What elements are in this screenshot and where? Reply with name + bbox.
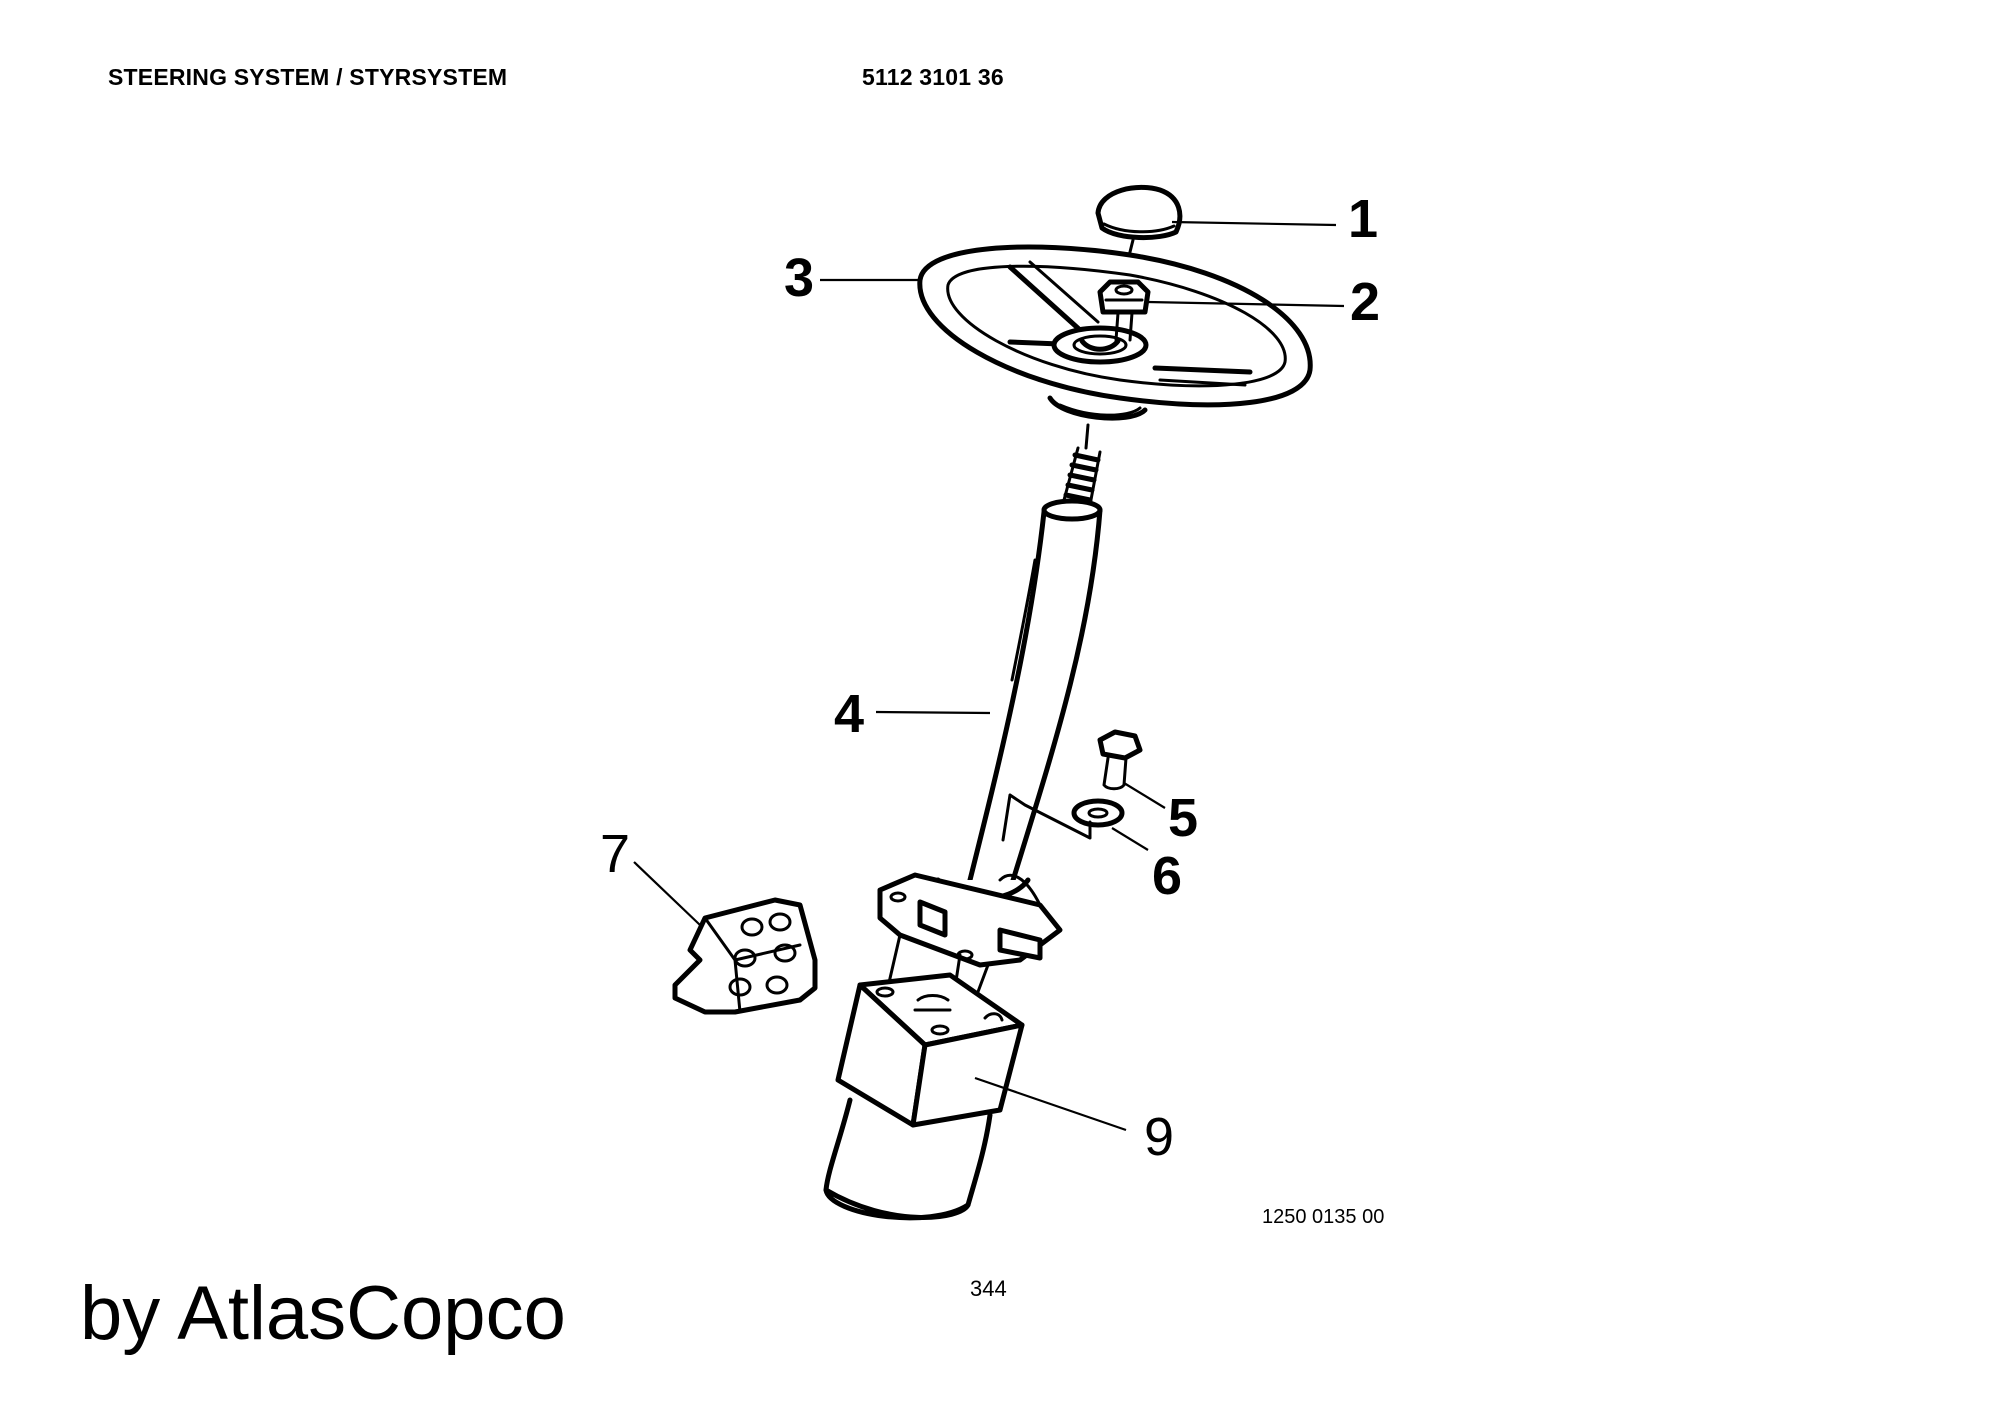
- steering-column-part: [935, 423, 1103, 902]
- figure-number: 1250 0135 00: [1262, 1206, 1385, 1228]
- steering-unit-part: [823, 972, 1025, 1221]
- mounting-flange: [877, 872, 1063, 1042]
- leader-7: [633, 861, 701, 926]
- valve-block-part: [672, 897, 818, 1015]
- callout-labels: 1 2 3 4 5 6 7 9: [600, 189, 1380, 1167]
- page-number: 344: [970, 1276, 1007, 1301]
- leader-2: [1147, 300, 1345, 308]
- steering-wheel-part: [917, 244, 1313, 421]
- callout-1: 1: [1348, 189, 1378, 249]
- callout-9: 9: [1144, 1107, 1174, 1167]
- callout-2: 2: [1350, 272, 1380, 332]
- leader-9: [974, 1076, 1127, 1132]
- leader-6: [1111, 827, 1149, 851]
- document-number: 5112 3101 36: [862, 64, 1004, 90]
- callout-4: 4: [834, 684, 864, 744]
- callout-7: 7: [600, 824, 630, 884]
- washer-part: [1001, 793, 1125, 842]
- leader-1: [1171, 220, 1337, 227]
- nut-part: [1097, 279, 1151, 342]
- leader-lines: [633, 220, 1345, 1132]
- leader-5: [1123, 782, 1166, 809]
- callout-3: 3: [784, 248, 814, 308]
- bolt-part: [1097, 729, 1143, 791]
- credit-watermark: by AtlasCopco: [80, 1271, 566, 1356]
- callout-5: 5: [1168, 788, 1198, 848]
- page-title: STEERING SYSTEM / STYRSYSTEM: [108, 64, 508, 90]
- leader-4: [875, 710, 991, 715]
- callout-6: 6: [1152, 846, 1182, 906]
